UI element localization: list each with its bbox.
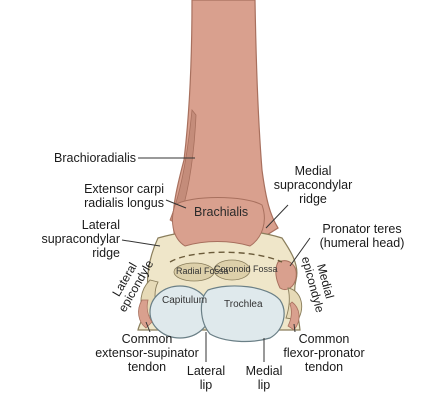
brachialis-muscle-belly bbox=[172, 197, 265, 247]
label-lat-ridge-line1: Lateral bbox=[81, 218, 120, 232]
label-med-ridge-line2: supracondylar bbox=[273, 178, 353, 192]
leader-ces bbox=[145, 321, 151, 333]
label-brachioradialis: Brachioradialis bbox=[28, 151, 136, 165]
label-pronator-line2: (humeral head) bbox=[319, 236, 405, 250]
pronator-teres-origin bbox=[275, 260, 297, 291]
leader-cfp bbox=[293, 323, 296, 333]
label-ecrl-line1: Extensor carpi bbox=[84, 182, 164, 196]
label-cfp-line2: flexor-pronator bbox=[283, 346, 365, 360]
label-lat-ridge-line2: supracondylar bbox=[41, 232, 120, 246]
label-brachioradialis-text: Brachioradialis bbox=[54, 151, 136, 165]
leader-ecrl bbox=[165, 199, 187, 209]
label-capitulum-text: Capitulum bbox=[162, 295, 208, 306]
label-lateral-lip: Lateral lip bbox=[178, 364, 234, 392]
label-common-flexor-pronator-tendon: Common flexor-pronator tendon bbox=[276, 332, 372, 374]
label-ces-line1: Common bbox=[121, 332, 173, 346]
label-med-ridge-line3: ridge bbox=[299, 192, 327, 206]
fossa-outline bbox=[169, 251, 283, 263]
label-cfp-line1: Common bbox=[298, 332, 350, 346]
label-ces-line2: extensor-supinator bbox=[95, 346, 199, 360]
label-radial-fossa-text: Radial Fossa bbox=[176, 266, 229, 276]
extensor-tendon-origin bbox=[138, 299, 153, 329]
label-medial-lip: Medial lip bbox=[238, 364, 290, 392]
label-brachialis: Brachialis bbox=[194, 205, 248, 219]
leader-lines bbox=[121, 157, 311, 362]
label-brachialis-text: Brachialis bbox=[194, 205, 249, 219]
label-lat-ridge-line3: ridge bbox=[92, 246, 120, 260]
label-pronator-line1: Pronator teres bbox=[322, 222, 402, 236]
label-medial-supracondylar-ridge: Medial supracondylar ridge bbox=[258, 164, 368, 206]
label-capitulum: Capitulum bbox=[162, 296, 207, 306]
leader-lateral-ridge bbox=[121, 239, 161, 247]
label-common-extensor-supinator-tendon: Common extensor-supinator tendon bbox=[86, 332, 208, 374]
label-trochlea: Trochlea bbox=[224, 300, 263, 310]
label-lat-lip-line2: lip bbox=[199, 378, 213, 392]
label-pronator-teres: Pronator teres (humeral head) bbox=[312, 222, 412, 250]
label-radial-fossa: Radial Fossa bbox=[176, 266, 229, 276]
coronoid-fossa-shape bbox=[213, 259, 251, 281]
label-trochlea-text: Trochlea bbox=[224, 299, 263, 310]
label-med-lip-line2: lip bbox=[257, 378, 271, 392]
label-lat-lip-line1: Lateral bbox=[186, 364, 226, 378]
leader-medial-ridge bbox=[265, 204, 289, 229]
label-lateral-supracondylar-ridge: Lateral supracondylar ridge bbox=[12, 218, 120, 260]
label-med-ridge-line1: Medial bbox=[294, 164, 332, 178]
flexor-tendon-origin bbox=[287, 301, 300, 331]
label-med-lip-line1: Medial bbox=[245, 364, 283, 378]
label-extensor-carpi-radialis-longus: Extensor carpi radialis longus bbox=[28, 182, 164, 210]
label-ces-line3: tendon bbox=[127, 360, 167, 374]
label-coronoid-fossa-text: Coronoid Fossa bbox=[214, 264, 278, 274]
label-cfp-line3: tendon bbox=[304, 360, 344, 374]
label-coronoid-fossa: Coronoid Fossa bbox=[214, 264, 278, 274]
label-ecrl-line2: radialis longus bbox=[84, 196, 164, 210]
leader-pronator bbox=[289, 237, 311, 267]
trochlea-shape bbox=[200, 285, 285, 343]
